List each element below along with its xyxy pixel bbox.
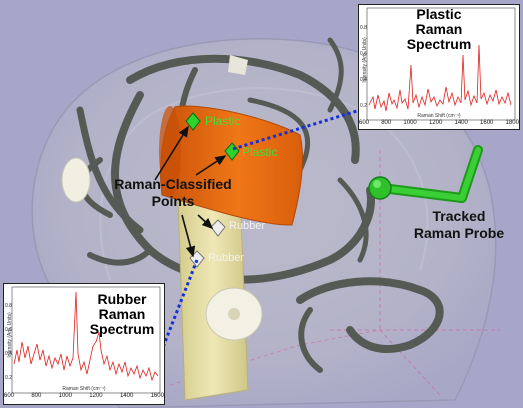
plastic-point-1 xyxy=(185,112,201,131)
plastic-x-label: Raman Shift (cm⁻¹) xyxy=(417,113,461,119)
rubber-point-1 xyxy=(210,219,226,237)
white-structure-top xyxy=(228,55,248,75)
plastic-tag-2: Plastic xyxy=(242,145,278,159)
ventricle-core xyxy=(228,308,240,320)
plastic-x-tick: 1200 xyxy=(428,120,443,126)
plastic-spectrum-panel: Plastic Raman Spectrum Intensity (Arb. U… xyxy=(358,4,520,130)
plastic-y-tick: 0.4 xyxy=(360,77,367,83)
plastic-plot-frame xyxy=(366,7,516,121)
rubber-plot-frame xyxy=(11,286,161,394)
rubber-x-tick: 800 xyxy=(31,393,42,399)
rubber-spectrum-line xyxy=(13,291,159,382)
rubber-x-tick: 600 xyxy=(4,393,15,399)
plastic-region-end xyxy=(159,106,181,196)
raman-classified-line-1: Raman-Classified xyxy=(114,176,232,192)
tracked-probe-line-1: Tracked xyxy=(432,208,486,224)
rubber-x-tick: 1200 xyxy=(89,393,103,399)
plastic-spectrum-plot xyxy=(366,7,516,121)
plastic-x-tick: 1000 xyxy=(403,120,417,126)
plastic-spectrum-title: Plastic Raman Spectrum xyxy=(399,7,479,52)
rubber-x-label: Raman Shift (cm⁻¹) xyxy=(62,386,106,392)
raman-classified-label: Raman-Classified Points xyxy=(114,176,232,210)
plastic-title-line-2: Raman xyxy=(415,21,463,37)
rubber-y-tick: 0.6 xyxy=(5,327,12,333)
plastic-title-line-3: Spectrum xyxy=(406,36,472,52)
plastic-x-tick: 1800 xyxy=(505,120,519,126)
rubber-title-line-3: Spectrum xyxy=(89,321,155,337)
rubber-title-line-2: Raman xyxy=(98,306,146,322)
plastic-y-tick: 0.6 xyxy=(360,51,367,57)
plastic-x-tick: 1600 xyxy=(480,120,494,126)
plastic-y-tick: 0.2 xyxy=(360,103,367,109)
spectrum-link-lines xyxy=(158,108,361,356)
rubber-x-ticks: 600 800 1000 1200 1400 1600 xyxy=(4,393,164,399)
rubber-spectrum-panel: Rubber Raman Spectrum Intensity (Arb. Un… xyxy=(3,283,165,405)
skull-inner-contour xyxy=(99,87,429,281)
rubber-y-ticks: 0.8 0.6 0.4 0.2 xyxy=(5,294,12,390)
rubber-tag-2: Rubber xyxy=(208,252,245,264)
rubber-y-tick: 0.4 xyxy=(5,351,12,357)
rubber-x-tick: 1400 xyxy=(119,393,134,399)
plastic-x-tick: 800 xyxy=(381,120,392,126)
rubber-spectrum-plot xyxy=(11,286,161,394)
tracked-probe xyxy=(368,145,483,203)
rubber-tag-1: Rubber xyxy=(229,220,266,232)
plastic-y-ticks: 0.8 0.6 0.4 0.2 xyxy=(360,15,367,119)
rubber-x-tick: 1600 xyxy=(150,393,164,399)
plastic-spectrum-line xyxy=(368,44,512,112)
plastic-y-tick: 0.8 xyxy=(360,25,367,31)
white-structure-left xyxy=(61,157,91,203)
rubber-y-tick: 0.2 xyxy=(5,375,12,381)
plastic-title-line-1: Plastic xyxy=(416,6,462,22)
plastic-x-tick: 600 xyxy=(359,120,370,126)
rubber-x-tick: 1000 xyxy=(58,393,72,399)
rubber-title-line-1: Rubber xyxy=(97,291,147,307)
tracked-probe-label: Tracked Raman Probe xyxy=(404,208,514,242)
tracked-probe-line-2: Raman Probe xyxy=(413,225,505,241)
rubber-y-tick: 0.8 xyxy=(5,303,12,309)
plastic-x-ticks: 600 800 1000 1200 1400 1600 1800 xyxy=(359,120,519,126)
raman-classified-line-2: Points xyxy=(151,193,195,209)
plastic-x-tick: 1400 xyxy=(454,120,468,126)
plastic-tag-1: Plastic xyxy=(205,114,241,128)
rubber-spectrum-title: Rubber Raman Spectrum xyxy=(82,292,162,337)
annotation-arrows xyxy=(154,125,227,258)
